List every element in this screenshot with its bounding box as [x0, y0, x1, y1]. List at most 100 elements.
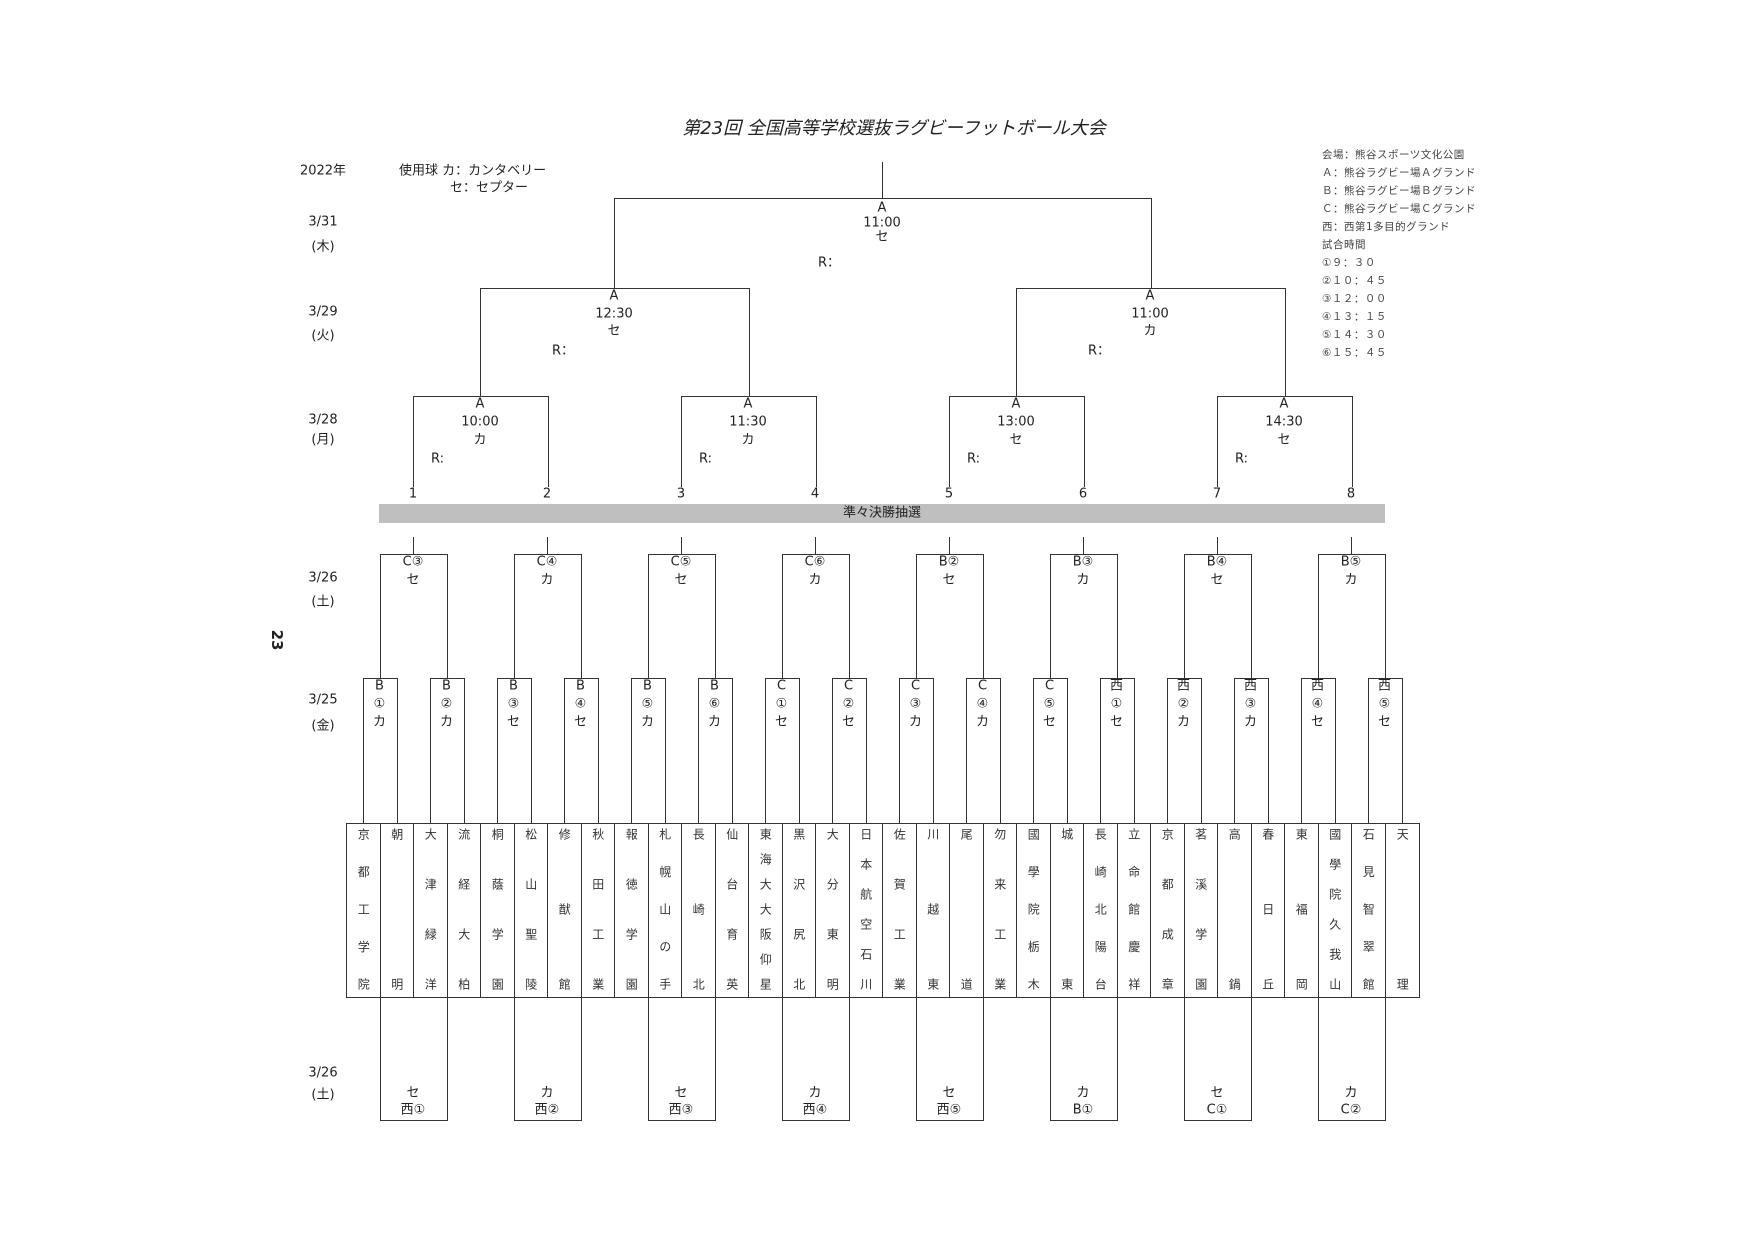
match-ball: カ — [439, 714, 454, 730]
school-name: 川越東 — [925, 828, 940, 990]
match-venue: B — [576, 678, 585, 694]
match-ball: セ — [1109, 714, 1124, 730]
match-slot: ② — [1177, 696, 1190, 712]
round16-bracket — [1183, 554, 1252, 678]
school-name: 茗溪学園 — [1193, 828, 1208, 990]
match-ball: カ — [640, 714, 655, 730]
school-name: 國學院栃木 — [1026, 828, 1041, 990]
legend-line: ②１０：４５ — [1322, 275, 1387, 287]
match-ball: セ — [1042, 714, 1057, 730]
match-venue: C⑥ — [804, 554, 826, 570]
match-venue: B① — [1072, 1102, 1094, 1118]
match-venue: B⑤ — [1340, 554, 1362, 570]
draw-connector — [413, 537, 414, 554]
legend-line: ①９：３０ — [1322, 257, 1376, 269]
school-table: 京都工学院朝明大津緑洋流経大柏桐蔭学園松山聖陵修猷館秋田工業報徳学園札幌山の手長… — [346, 823, 1420, 998]
referee-label: R： — [1088, 343, 1111, 359]
match-ball: セ — [841, 714, 856, 730]
match-ball: セ — [1310, 714, 1325, 730]
round32-bracket — [1099, 678, 1135, 823]
school-cell: 京都工学院 — [347, 824, 381, 997]
match-slot: ② — [440, 696, 453, 712]
draw-connector — [949, 537, 950, 554]
match-venue: 西 — [1243, 678, 1258, 694]
match-venue: B — [710, 678, 719, 694]
school-name: 春日丘 — [1260, 828, 1275, 990]
school-name: 高鍋 — [1227, 828, 1242, 990]
exchange-match-bracket — [1049, 998, 1118, 1121]
legend-line: Ｃ：熊谷ラグビー場Ｃグランド — [1322, 203, 1476, 215]
legend-line: ④１３：１５ — [1322, 311, 1387, 323]
round16-bracket — [1049, 554, 1118, 678]
match-ball: セ — [1277, 432, 1291, 448]
referee-label: R： — [818, 255, 841, 271]
match-ball: カ — [908, 714, 923, 730]
school-name: 黒沢尻北 — [791, 828, 806, 990]
ball-legend-canterbury: 使用球 カ：カンタベリー — [399, 163, 547, 179]
round-date: 3/28 — [308, 412, 338, 428]
match-ball: カ — [1344, 572, 1358, 588]
match-time: 10:00 — [461, 414, 499, 430]
draw-connector — [1351, 537, 1352, 554]
match-venue: C — [1044, 678, 1055, 694]
match-venue: 西③ — [668, 1102, 694, 1118]
school-name: 札幌山の手 — [657, 828, 672, 990]
match-venue: 西④ — [802, 1102, 828, 1118]
match-slot: ① — [1110, 696, 1123, 712]
draw-slot-number: 8 — [1346, 486, 1356, 502]
round-date: 3/29 — [308, 304, 338, 320]
match-ball: カ — [1076, 1085, 1090, 1101]
match-venue: 西① — [400, 1102, 426, 1118]
school-name: 秋田工業 — [590, 828, 605, 990]
school-cell: 大分東明 — [816, 824, 850, 997]
school-cell: 長崎北 — [682, 824, 716, 997]
school-name: 長崎北陽台 — [1093, 828, 1108, 990]
draw-bar — [379, 504, 1385, 523]
match-ball: セ — [1210, 1085, 1224, 1101]
match-slot: ④ — [1311, 696, 1324, 712]
match-ball: セ — [573, 714, 588, 730]
school-cell: 勿来工業 — [984, 824, 1017, 997]
match-slot: ⑤ — [1378, 696, 1391, 712]
school-cell: 修猷館 — [548, 824, 582, 997]
match-ball: カ — [540, 572, 554, 588]
school-name: 城東 — [1059, 828, 1074, 990]
match-venue: 西 — [1310, 678, 1325, 694]
match-venue: C③ — [402, 554, 424, 570]
draw-connector — [1083, 537, 1084, 554]
match-venue: C — [776, 678, 787, 694]
referee-label: R： — [552, 343, 575, 359]
champion-line — [882, 162, 883, 198]
round32-bracket — [764, 678, 800, 823]
round16-bracket — [513, 554, 582, 678]
exchange-match-bracket — [915, 998, 984, 1121]
round-weekday: (木) — [311, 239, 335, 255]
match-ball: セ — [674, 1085, 688, 1101]
match-slot: ③ — [507, 696, 520, 712]
match-ball: セ — [1009, 432, 1023, 448]
match-venue: C② — [1340, 1102, 1362, 1118]
school-cell: 國學院栃木 — [1017, 824, 1051, 997]
school-cell: 報徳学園 — [615, 824, 649, 997]
match-ball: セ — [1377, 714, 1392, 730]
round32-bracket — [898, 678, 934, 823]
round16-bracket — [647, 554, 716, 678]
match-slot: ③ — [909, 696, 922, 712]
school-cell: 日本航空石川 — [850, 824, 883, 997]
match-venue: B④ — [1206, 554, 1228, 570]
school-cell: 春日丘 — [1252, 824, 1285, 997]
match-slot: ② — [842, 696, 855, 712]
exchange-match-bracket — [781, 998, 850, 1121]
school-cell: 松山聖陵 — [515, 824, 548, 997]
school-cell: 佐賀工業 — [883, 824, 917, 997]
round32-bracket — [965, 678, 1001, 823]
match-venue: A — [1279, 396, 1289, 412]
school-name: 大分東明 — [825, 828, 840, 990]
quarterfinal-bracket — [949, 396, 1085, 487]
school-cell: 桐蔭学園 — [481, 824, 515, 997]
round32-bracket — [1367, 678, 1403, 823]
school-cell: 東福岡 — [1285, 824, 1319, 997]
final-bracket — [614, 198, 1152, 288]
legend-line: 会場：熊谷スポーツ文化公園 — [1322, 149, 1465, 161]
